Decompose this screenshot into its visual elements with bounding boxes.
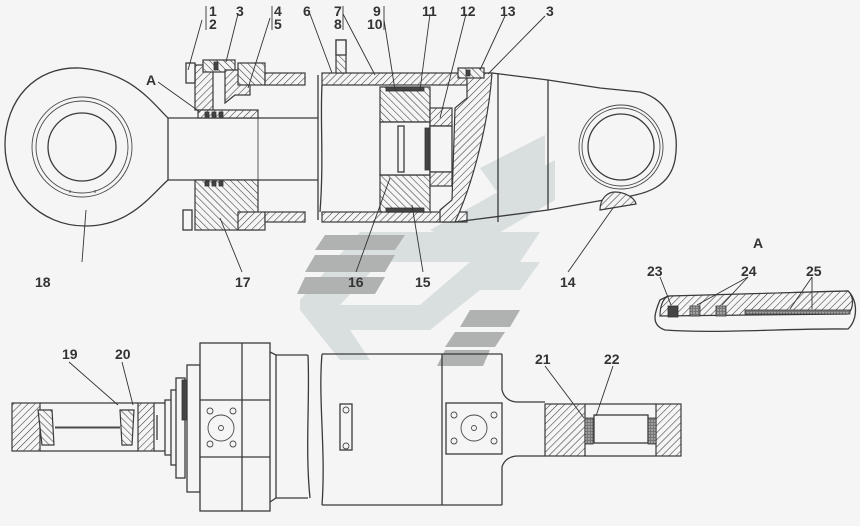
callout-11: 11 — [422, 3, 437, 19]
callout-9: 9 — [373, 3, 381, 19]
callout-4: 4 — [274, 3, 282, 19]
detail-view-a — [654, 276, 857, 333]
piston-assembly — [379, 86, 453, 213]
callout-8: 8 — [334, 16, 342, 32]
gland-assembly — [182, 59, 306, 231]
leader-lines-top — [81, 6, 614, 273]
detail-marker-a: A — [146, 72, 156, 88]
callout-7: 7 — [334, 3, 342, 19]
callout-25: 25 — [806, 263, 822, 279]
callout-20: 20 — [115, 346, 131, 362]
callout-24: 24 — [741, 263, 757, 279]
callout-15: 15 — [415, 274, 431, 290]
callout-17: 17 — [235, 274, 251, 290]
callout-12: 12 — [460, 3, 476, 19]
detail-title-a: A — [753, 235, 763, 251]
callout-10: 10 — [367, 16, 383, 32]
external-view — [11, 342, 682, 512]
callout-23: 23 — [647, 263, 663, 279]
callout-21: 21 — [535, 351, 551, 367]
callout-2: 2 — [209, 16, 217, 32]
rod-eye — [4, 67, 169, 227]
callout-labels: 1 2 3 4 5 6 7 8 9 10 11 12 13 3 A 18 17 … — [35, 3, 822, 367]
callout-13: 13 — [500, 3, 516, 19]
callout-14: 14 — [560, 274, 576, 290]
callout-6: 6 — [303, 3, 311, 19]
callout-18: 18 — [35, 274, 51, 290]
callout-16: 16 — [348, 274, 364, 290]
callout-3b: 3 — [546, 3, 554, 19]
callout-22: 22 — [604, 351, 620, 367]
section-view — [4, 6, 677, 273]
callout-1: 1 — [209, 3, 217, 19]
cap-end — [439, 67, 677, 223]
callout-5: 5 — [274, 16, 282, 32]
watermark-logo — [297, 135, 555, 366]
callout-19: 19 — [62, 346, 78, 362]
callout-3: 3 — [236, 3, 244, 19]
